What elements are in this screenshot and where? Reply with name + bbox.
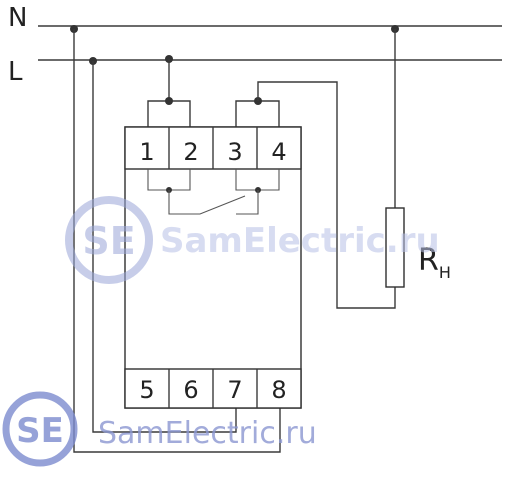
relay-body <box>124 126 302 409</box>
terminal-2: 2 <box>183 138 198 166</box>
watermark-logo-ring <box>65 196 153 284</box>
terminal-4: 4 <box>271 138 286 166</box>
terminal-7: 7 <box>227 376 242 404</box>
l-wire-to-terminal-7 <box>92 61 237 433</box>
watermark-bottom-ring <box>2 391 78 467</box>
n-wire-to-terminal-8 <box>73 29 281 453</box>
relay-contact-fixed <box>236 190 259 215</box>
watermark-bottom: SE SamElectric.ru <box>2 391 317 467</box>
watermark-logo: SE <box>82 219 135 263</box>
terminal-3: 3 <box>227 138 242 166</box>
terminal-5: 5 <box>139 376 154 404</box>
watermark-text: SamElectric.ru <box>160 221 440 261</box>
bus-label-l: L <box>8 57 23 87</box>
bus-label-n: N <box>8 3 27 33</box>
load-wire-to-resistor <box>257 81 396 309</box>
terminal-1: 1 <box>139 138 154 166</box>
terminal-6: 6 <box>183 376 198 404</box>
load-resistor <box>385 207 405 288</box>
terminal-8: 8 <box>271 376 286 404</box>
watermark-bottom-logo: SE <box>16 411 64 451</box>
watermark-center: SE SamElectric.ru <box>65 196 440 284</box>
bridge-1-2-node <box>165 97 173 105</box>
watermark-bottom-text: SamElectric.ru <box>98 416 317 451</box>
relay-contact-switch <box>168 190 246 215</box>
resistor-label: RH <box>418 243 451 282</box>
